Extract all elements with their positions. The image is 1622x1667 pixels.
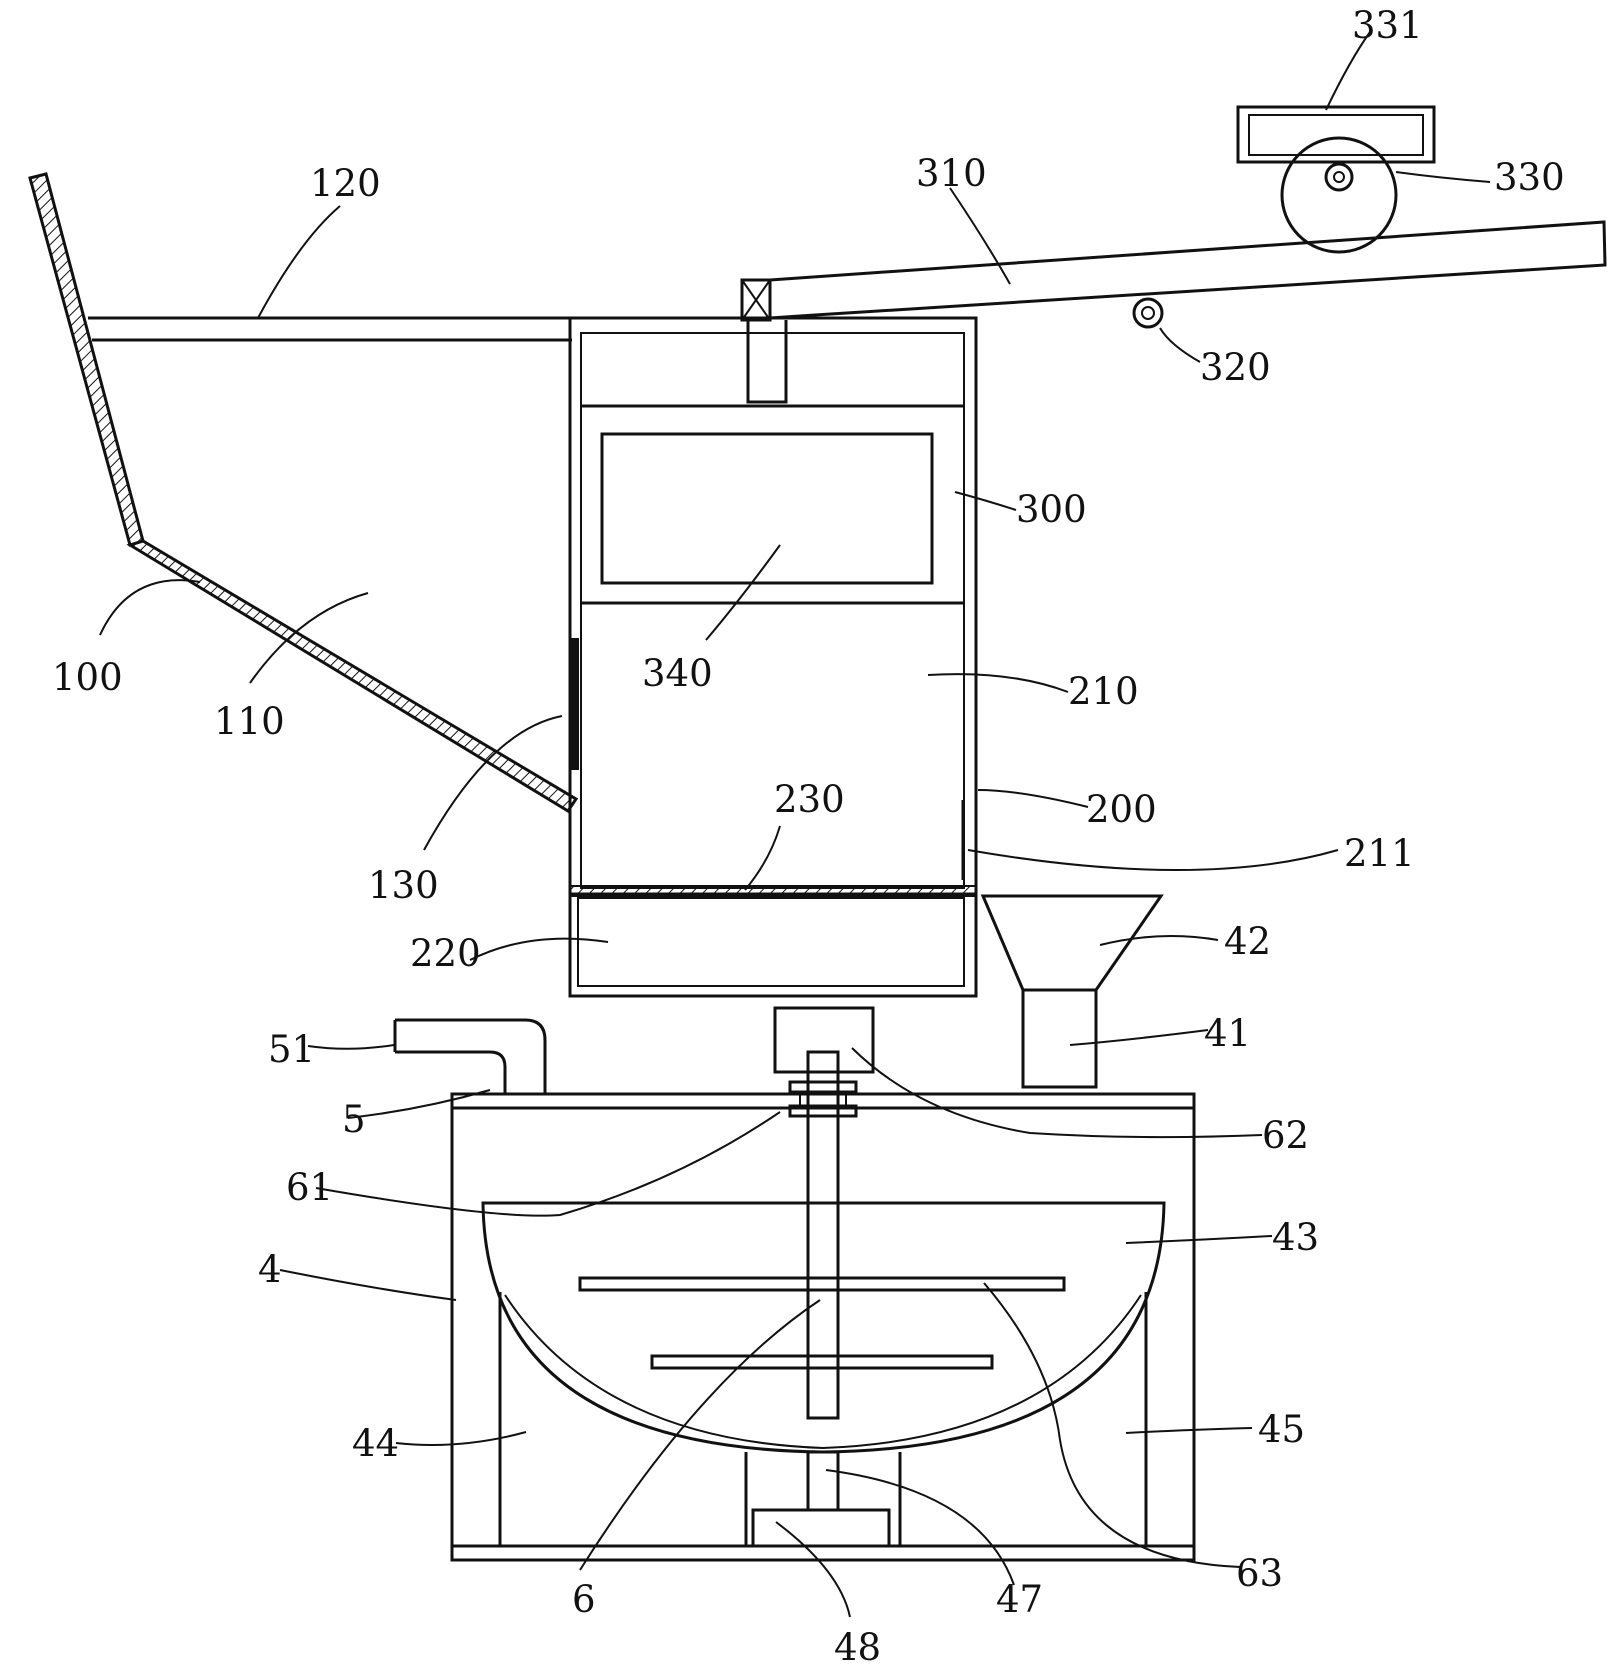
- label-320: 320: [1200, 346, 1271, 389]
- feed-chute: [28, 172, 579, 814]
- label-310: 310: [916, 152, 987, 195]
- filter-screen: [569, 885, 977, 897]
- mixing-bowl: [481, 1201, 1166, 1454]
- label-48: 48: [834, 1626, 881, 1667]
- motor-housing: [1236, 105, 1436, 164]
- label-44: 44: [352, 1422, 399, 1465]
- label-63: 63: [1236, 1552, 1283, 1595]
- feed-funnel: [980, 894, 1164, 1089]
- box-inner-wall: [580, 332, 965, 889]
- collection-box: [568, 892, 978, 998]
- funnel-neck: [1021, 988, 1098, 1089]
- camera-window: [600, 432, 934, 585]
- label-211: 211: [1344, 832, 1415, 875]
- label-4: 4: [258, 1248, 282, 1291]
- drive-motor: [773, 1006, 875, 1074]
- stir-blade-lower: [650, 1354, 994, 1370]
- leader-lines: [99, 31, 1491, 1618]
- stir-shaft: [806, 1050, 840, 1420]
- label-230: 230: [774, 778, 845, 821]
- label-45: 45: [1258, 1408, 1305, 1451]
- valve-pipe: [746, 320, 788, 404]
- label-200: 200: [1086, 788, 1157, 831]
- label-43: 43: [1272, 1216, 1319, 1259]
- side-door: [570, 638, 579, 770]
- conveyor-assembly: [740, 105, 1607, 404]
- reference-numerals: 331 330 310 320 120 300 340 210 100 110 …: [52, 4, 1565, 1667]
- lower-shaft: [806, 1450, 840, 1512]
- label-42: 42: [1224, 920, 1271, 963]
- label-330: 330: [1494, 156, 1565, 199]
- motor-inner: [1248, 114, 1424, 156]
- tank-outer: [450, 1092, 1196, 1562]
- cutting-wheel: [1280, 136, 1398, 254]
- label-100: 100: [52, 656, 123, 699]
- label-220: 220: [410, 932, 481, 975]
- label-61: 61: [286, 1166, 333, 1209]
- label-51: 51: [268, 1028, 315, 1071]
- label-210: 210: [1068, 670, 1139, 713]
- bearing-seat: [751, 1508, 891, 1548]
- collection-box-inner: [577, 897, 965, 987]
- label-6: 6: [572, 1578, 596, 1621]
- stir-blade-upper: [578, 1276, 1066, 1292]
- label-331: 331: [1352, 4, 1423, 47]
- stir-drive: [773, 1006, 875, 1420]
- label-110: 110: [214, 700, 285, 743]
- sorting-box: [568, 316, 978, 998]
- idler-roller: [1132, 297, 1164, 329]
- label-62: 62: [1262, 1114, 1309, 1157]
- funnel: [980, 894, 1164, 992]
- label-41: 41: [1204, 1012, 1251, 1055]
- label-300: 300: [1016, 488, 1087, 531]
- label-120: 120: [310, 162, 381, 205]
- shaft-collar-upper: [788, 1080, 858, 1094]
- tank: [450, 1092, 1196, 1562]
- label-5: 5: [342, 1098, 366, 1141]
- conveyor-belt: [768, 220, 1607, 320]
- label-47: 47: [996, 1578, 1043, 1621]
- label-130: 130: [368, 864, 439, 907]
- exhaust-pipe: [393, 1018, 547, 1094]
- label-340: 340: [642, 652, 713, 695]
